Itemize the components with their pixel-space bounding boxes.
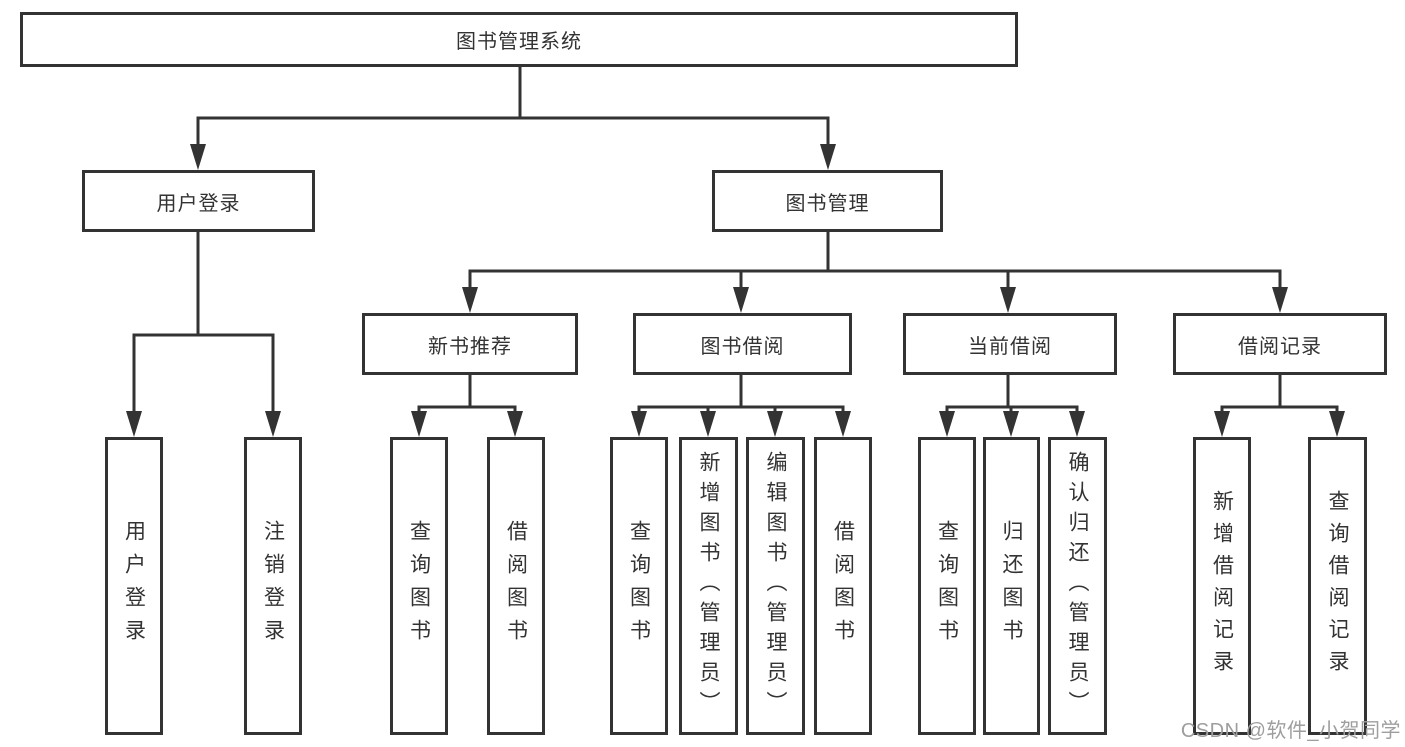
leaf-borrow-book-2: 借阅图书 xyxy=(814,437,872,735)
node-library-management-system: 图书管理系统 xyxy=(20,12,1018,67)
leaf-return-book: 归还图书 xyxy=(983,437,1040,735)
node-label: 新书推荐 xyxy=(428,335,512,358)
leaf-query-book-3: 查询图书 xyxy=(918,437,976,735)
node-label: 查询图书 xyxy=(407,520,431,652)
arrowheads xyxy=(126,144,1345,437)
node-label: 注销登录 xyxy=(261,520,285,652)
node-label: 查询图书 xyxy=(627,520,651,652)
node-label: 确认归还（管理员） xyxy=(1066,451,1089,721)
leaf-query-borrow-record: 查询借阅记录 xyxy=(1308,437,1367,735)
leaf-query-book-1: 查询图书 xyxy=(390,437,448,735)
node-label: 借阅记录 xyxy=(1238,335,1322,358)
node-label: 新增借阅记录 xyxy=(1210,490,1234,682)
node-book-management: 图书管理 xyxy=(712,170,943,232)
leaf-borrow-book-1: 借阅图书 xyxy=(487,437,545,735)
node-label: 借阅图书 xyxy=(504,520,528,652)
leaf-user-login: 用户登录 xyxy=(105,437,163,735)
leaf-logout: 注销登录 xyxy=(244,437,302,735)
node-book-borrow: 图书借阅 xyxy=(633,313,852,375)
leaf-confirm-return-admin: 确认归还（管理员） xyxy=(1048,437,1107,735)
node-label: 图书借阅 xyxy=(700,335,785,358)
leaf-add-borrow-record: 新增借阅记录 xyxy=(1193,437,1251,735)
leaf-edit-book-admin: 编辑图书（管理员） xyxy=(746,437,805,735)
node-label: 借阅图书 xyxy=(831,520,855,652)
node-label: 用户登录 xyxy=(156,192,241,215)
node-borrow-records: 借阅记录 xyxy=(1173,313,1387,375)
node-label: 新增图书（管理员） xyxy=(697,451,720,721)
node-label: 查询借阅记录 xyxy=(1326,490,1349,682)
leaf-query-book-2: 查询图书 xyxy=(610,437,668,735)
node-current-borrow: 当前借阅 xyxy=(903,313,1117,375)
node-label: 图书管理 xyxy=(785,192,870,215)
node-label: 查询图书 xyxy=(935,520,959,652)
csdn-watermark: CSDN @软件_小贺同学 xyxy=(1180,720,1401,742)
node-label: 编辑图书（管理员） xyxy=(764,451,787,721)
node-label: 当前借阅 xyxy=(968,335,1052,358)
node-user-login: 用户登录 xyxy=(82,170,315,232)
node-label: 归还图书 xyxy=(1000,520,1023,652)
node-label: 图书管理系统 xyxy=(456,31,582,53)
leaf-add-book-admin: 新增图书（管理员） xyxy=(679,437,738,735)
node-new-book-recommend: 新书推荐 xyxy=(362,313,578,375)
node-label: 用户登录 xyxy=(122,520,146,652)
